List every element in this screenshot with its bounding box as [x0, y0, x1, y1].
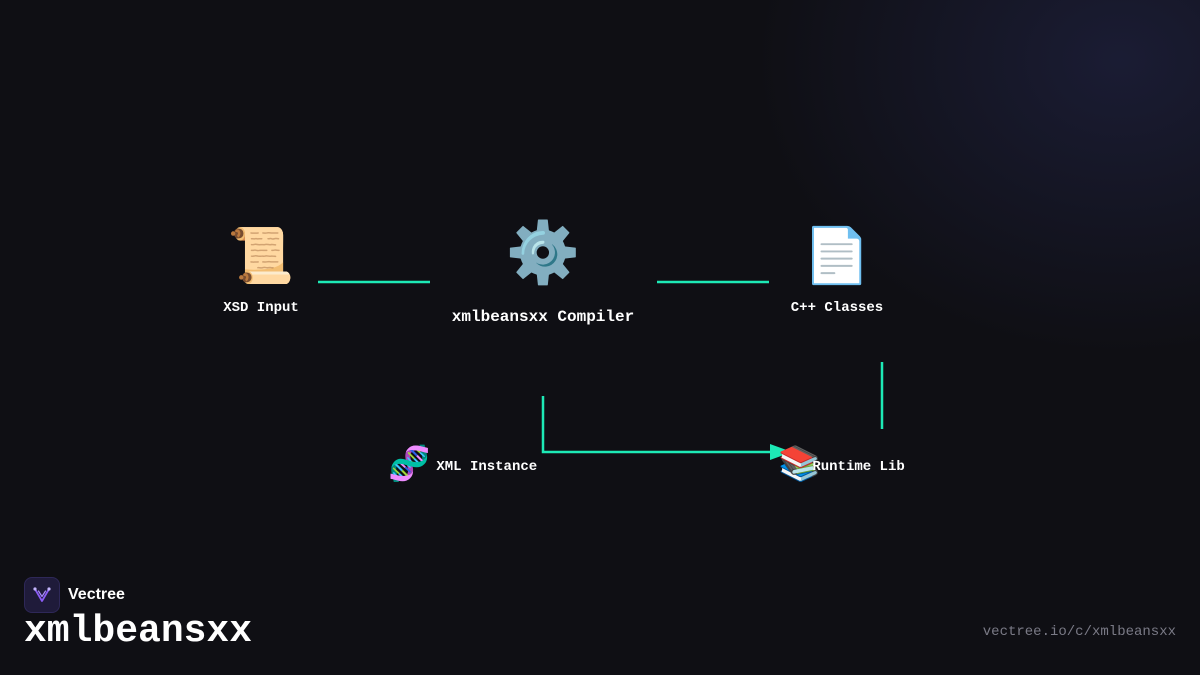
scroll-icon: 📜	[227, 230, 295, 291]
dna-icon: 🧬	[388, 448, 431, 486]
arrowhead-runtime	[770, 444, 792, 460]
project-url[interactable]: vectree.io/c/xmlbeansxx	[982, 624, 1176, 640]
node-xsd-input: 📜 XSD Input	[201, 230, 321, 317]
node-label-cpp-classes: C++ Classes	[790, 300, 884, 316]
project-title: xmlbeansxx	[24, 610, 253, 653]
node-runtime-lib: 📚 Runtime Lib	[778, 450, 905, 484]
node-label-runtime-lib: Runtime Lib	[812, 459, 905, 475]
node-xml-instance: 🧬 XML Instance	[388, 450, 537, 484]
document-icon: 📄	[803, 230, 871, 291]
edge-compiler-to-runtime	[541, 396, 772, 454]
node-label-xml-instance: XML Instance	[436, 459, 538, 475]
brand[interactable]: Vectree	[24, 577, 125, 613]
node-label-compiler: xmlbeansxx Compiler	[451, 308, 635, 326]
node-cpp-classes: 📄 C++ Classes	[777, 230, 897, 317]
node-label-xsd-input: XSD Input	[223, 300, 299, 316]
gear-icon: ⚙️	[505, 224, 581, 292]
vectree-logo-icon	[24, 577, 60, 613]
brand-name: Vectree	[68, 586, 125, 603]
books-icon: 📚	[778, 448, 821, 486]
node-compiler: ⚙️ xmlbeansxx Compiler	[433, 228, 653, 326]
